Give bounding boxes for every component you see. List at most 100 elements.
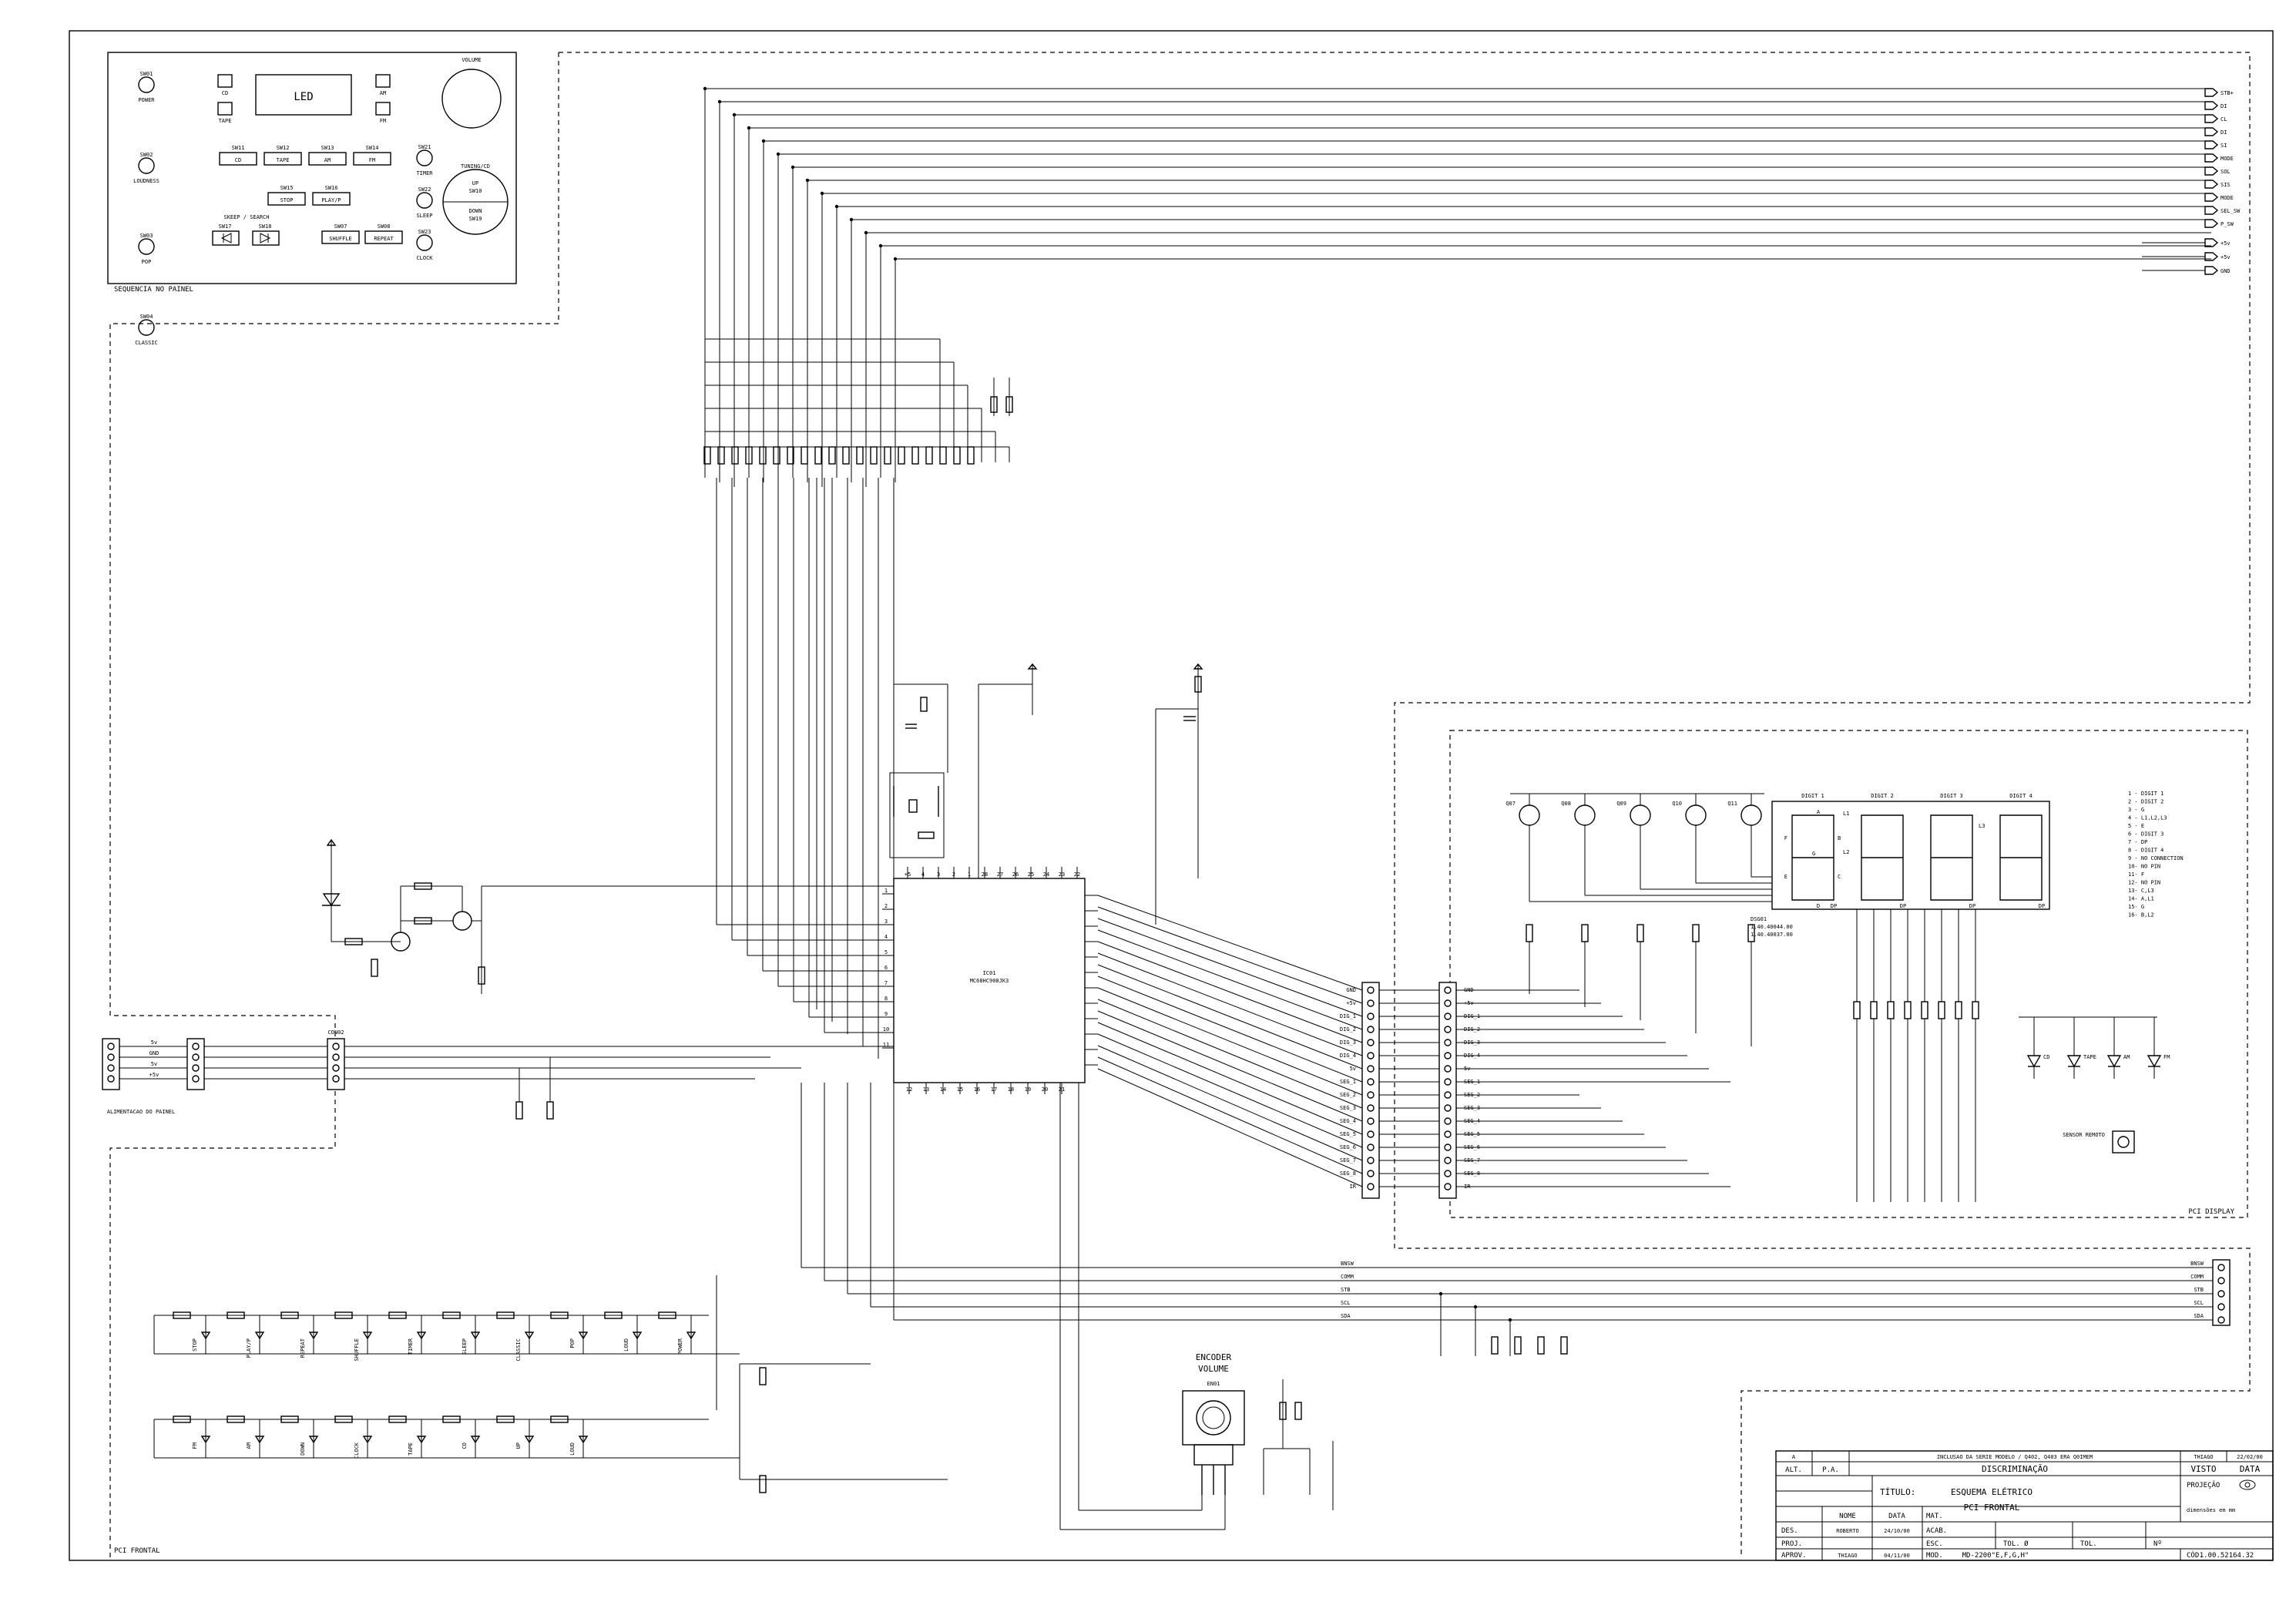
tb-acab: ACAB. bbox=[1926, 1527, 1947, 1535]
keypad-resistor bbox=[604, 1311, 623, 1319]
pullup-resistor-array bbox=[703, 378, 1013, 465]
resistor bbox=[870, 446, 878, 465]
front-panel-outline bbox=[107, 52, 517, 284]
con01-pin-label: DIG_3 bbox=[1340, 1039, 1356, 1046]
led-display bbox=[255, 74, 352, 116]
fast-forward-icon bbox=[260, 233, 271, 243]
switch-diode-icon bbox=[578, 1332, 589, 1340]
keypad-resistor bbox=[173, 1311, 191, 1319]
transistor-ref: Q07 bbox=[1505, 801, 1516, 807]
svg-text:2: 2 bbox=[884, 903, 888, 909]
cd-indicator-label: CD bbox=[222, 90, 228, 96]
tb-alt: ALT. bbox=[1785, 1466, 1802, 1474]
mode-button-label: SHUFFLE bbox=[329, 236, 352, 242]
panel-button-label: CLASSIC bbox=[135, 340, 158, 346]
power-note: ALIMENTACAO DO PAINEL bbox=[107, 1109, 176, 1115]
encoder-subtitle: VOLUME bbox=[1198, 1364, 1229, 1374]
pin-legend-item: 9 - NO CONNECTION bbox=[2128, 855, 2184, 861]
switch-diode-icon bbox=[524, 1332, 535, 1340]
panel-button-label: POP bbox=[142, 259, 152, 265]
keypad-switch-label: PLAY/P bbox=[246, 1338, 252, 1358]
keypad-resistor bbox=[658, 1311, 676, 1319]
mode-button bbox=[364, 230, 403, 244]
source-button-label: CD bbox=[235, 157, 241, 163]
net-port-label: STB+ bbox=[2220, 90, 2234, 96]
display-transistor bbox=[1630, 804, 1651, 826]
digit-label: DIGIT 4 bbox=[2009, 793, 2032, 799]
switch-diode-icon bbox=[470, 1332, 481, 1340]
net-port-icon bbox=[2204, 219, 2219, 228]
display-module bbox=[1771, 801, 2050, 910]
tb-projecao: PROJEÇÃO bbox=[2187, 1481, 2220, 1489]
bottom-bus-label: COMM bbox=[1341, 1274, 1354, 1280]
con01-pin-label: SEG_3 bbox=[1340, 1105, 1356, 1111]
net-port-label: SEL_SW bbox=[2220, 208, 2241, 214]
resistor bbox=[953, 446, 961, 465]
source-button bbox=[308, 152, 347, 166]
mcu-ref: IC01 bbox=[983, 970, 996, 976]
net-port-icon bbox=[2204, 238, 2219, 247]
resistor bbox=[884, 446, 891, 465]
con04-pin-label: SCL bbox=[2194, 1300, 2204, 1306]
net-port-icon bbox=[2204, 114, 2219, 123]
source-button-ref: SW12 bbox=[277, 145, 290, 151]
con03 bbox=[1438, 982, 1457, 1199]
tape-indicator-label: TAPE bbox=[219, 118, 232, 124]
pin-legend-item: 6 - DIGIT 3 bbox=[2128, 831, 2163, 838]
svg-text:28: 28 bbox=[982, 871, 988, 878]
encoder-body bbox=[1182, 1390, 1245, 1446]
con02-ref: CON02 bbox=[327, 1029, 344, 1036]
switch-diode-icon bbox=[470, 1436, 481, 1444]
transport-button bbox=[267, 192, 306, 206]
pci-frontal-frame bbox=[559, 52, 2251, 1558]
pin-legend-item: 14- A,L1 bbox=[2128, 896, 2154, 902]
tb-revision: INCLUSAO DA SERIE MODELO / Q402, Q403 ER… bbox=[1937, 1454, 2093, 1460]
encoder-volume: ENCODER VOLUME EN01 bbox=[1059, 1083, 1334, 1530]
keypad-switch-label: STOP bbox=[192, 1338, 198, 1352]
oscillator-block bbox=[889, 772, 945, 858]
segment-resistor bbox=[1887, 1001, 1895, 1019]
keypad-resistor bbox=[280, 1311, 299, 1319]
svg-text:16: 16 bbox=[974, 1086, 980, 1093]
seven-segment-digit bbox=[1930, 814, 1973, 901]
svg-text:11: 11 bbox=[883, 1042, 889, 1048]
volume-label: VOLUME bbox=[462, 57, 481, 63]
tape-indicator bbox=[217, 102, 233, 116]
svg-text:1: 1 bbox=[968, 871, 971, 878]
search-fwd-ref: SW18 bbox=[259, 223, 272, 230]
keypad-switch-label: TAPE bbox=[408, 1442, 414, 1456]
panel-round-button bbox=[138, 76, 155, 93]
source-button-label: AM bbox=[324, 157, 331, 163]
keypad-resistor bbox=[227, 1415, 245, 1423]
projection-symbol-icon bbox=[2239, 1479, 2256, 1490]
net-port-icon bbox=[2204, 88, 2219, 97]
keypad-switch-label: CLOCK bbox=[354, 1442, 360, 1459]
power-pin-label: 5v bbox=[151, 1039, 157, 1046]
panel-button-label: LOUDNESS bbox=[133, 178, 159, 184]
svg-text:17: 17 bbox=[991, 1086, 997, 1093]
source-button bbox=[219, 152, 257, 166]
am-indicator bbox=[375, 74, 391, 88]
pin-legend-item: 5 - E bbox=[2128, 823, 2144, 829]
svg-text:4: 4 bbox=[921, 871, 925, 878]
con01 bbox=[1361, 982, 1380, 1199]
segment-resistor bbox=[1972, 1001, 1979, 1019]
con04-pin-label: BNSW bbox=[2190, 1261, 2204, 1267]
indicator-led-icon bbox=[2147, 1055, 2162, 1068]
keypad-resistor bbox=[334, 1415, 353, 1423]
con01-pin-label: GND bbox=[1346, 987, 1356, 993]
right-connector-group: STB+DICLDISIMODESOLSISMODESEL_SWP_SW+5v+… bbox=[2142, 88, 2241, 275]
segment-b-label: B bbox=[1838, 835, 1841, 841]
led-display-text: LED bbox=[294, 91, 313, 103]
keypad-resistor bbox=[442, 1311, 461, 1319]
mode-button-ref: SW07 bbox=[334, 223, 347, 230]
net-port-icon bbox=[2204, 101, 2219, 110]
segment-c-label: C bbox=[1838, 874, 1841, 880]
digit-label: DIGIT 1 bbox=[1801, 793, 1824, 799]
tb-code: 1.00.52164.32 bbox=[2200, 1552, 2254, 1560]
switch-diode-icon bbox=[686, 1332, 697, 1340]
keypad-switch-label: CD bbox=[462, 1442, 468, 1449]
pin-legend-item: 12- NO PIN bbox=[2128, 880, 2160, 886]
